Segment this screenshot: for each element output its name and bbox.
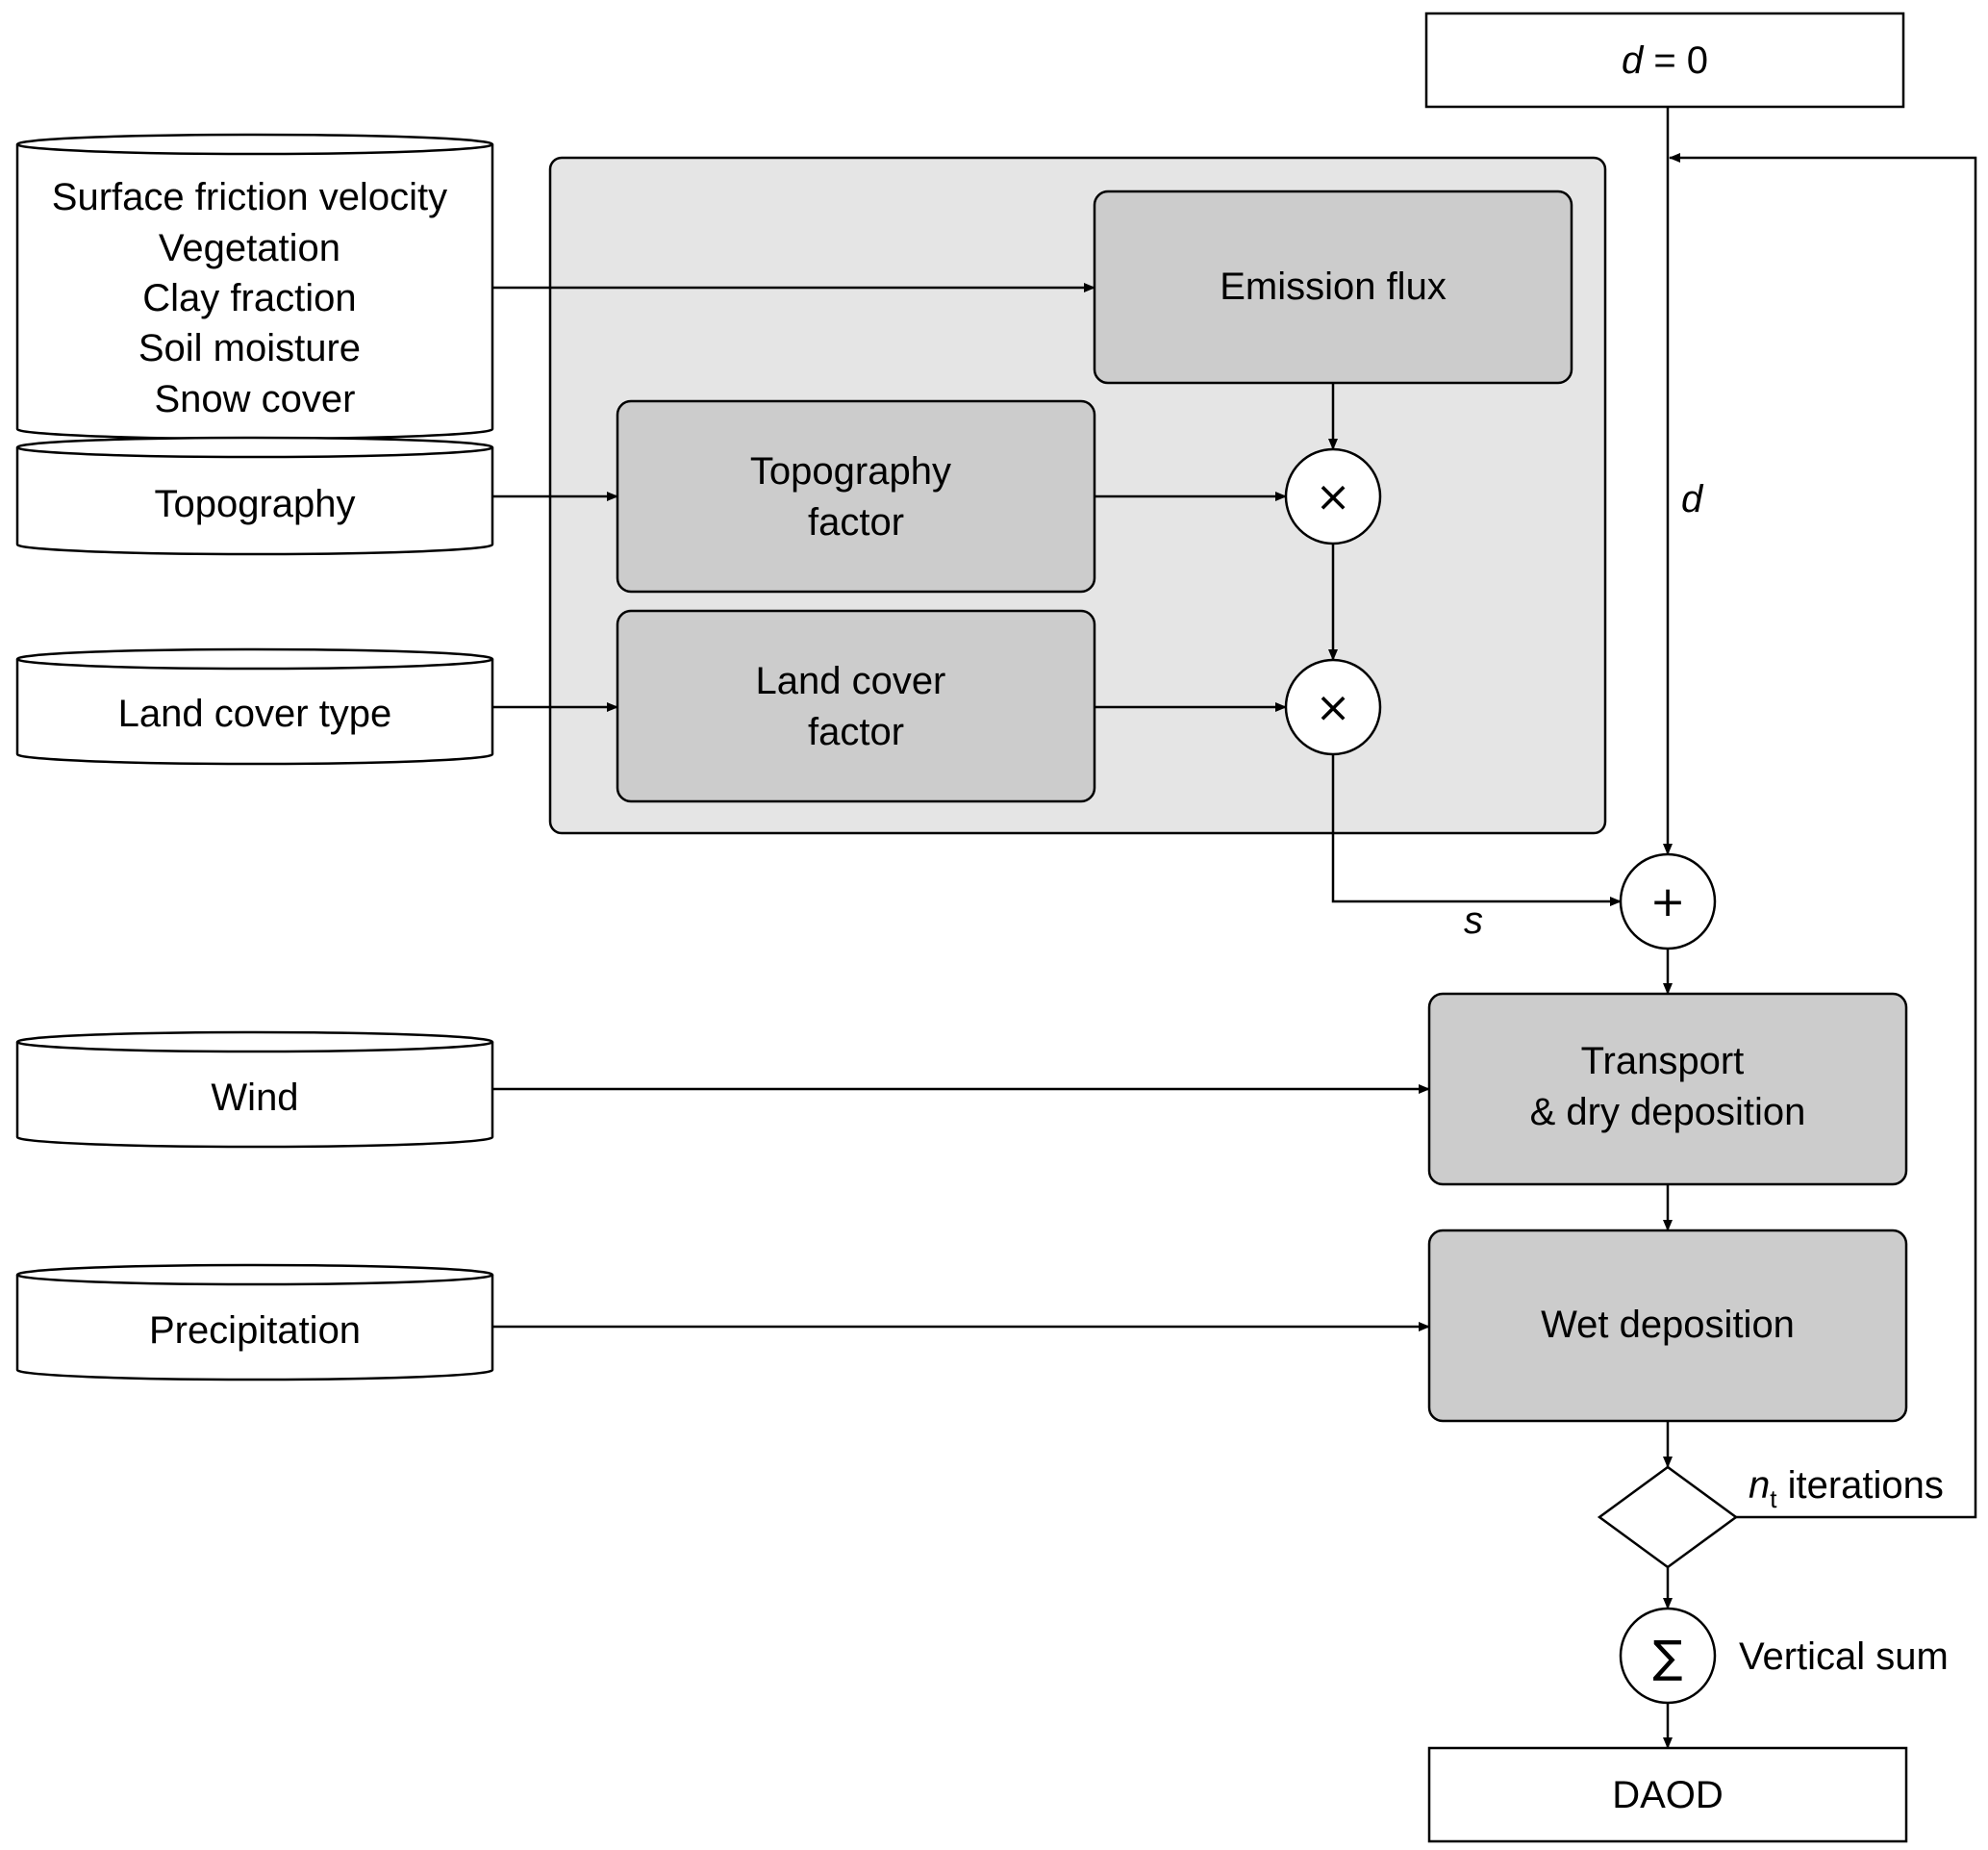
edge-label-s: s [1464, 900, 1483, 942]
wind-input-cylinder: Wind [15, 1030, 494, 1149]
topography-factor-box: Topography factor [616, 399, 1096, 594]
multiply-symbol-2: × [1316, 683, 1351, 732]
land-cover-input-cylinder: Land cover type [15, 647, 494, 766]
init-box-label: d = 0 [1622, 39, 1708, 82]
precipitation-input-label: Precipitation [149, 1309, 361, 1352]
wet-deposition-label: Wet deposition [1541, 1304, 1795, 1346]
topography-input-cylinder: Topography [15, 436, 494, 556]
sum-operator: ∑ [1619, 1607, 1717, 1705]
wind-input-label: Wind [211, 1077, 298, 1119]
sum-symbol: ∑ [1653, 1631, 1683, 1683]
loop-label: nt iterations [1749, 1464, 1944, 1513]
daod-output-box: DAOD [1427, 1746, 1908, 1843]
land-cover-factor-label: Land cover factor [755, 660, 956, 753]
transport-label: Transport & dry deposition [1530, 1040, 1806, 1133]
arrow-loop-back [1669, 153, 1977, 1519]
arrow-multiply-to-add [1331, 754, 1622, 906]
precipitation-input-cylinder: Precipitation [15, 1263, 494, 1381]
add-operator: + [1619, 852, 1717, 950]
meteo-input-cylinder: Surface friction velocity Vegetation Cla… [15, 133, 494, 441]
multiply-symbol-1: × [1316, 472, 1351, 521]
land-cover-factor-box: Land cover factor [616, 609, 1096, 803]
wet-deposition-box: Wet deposition [1427, 1229, 1908, 1423]
topography-factor-label: Topography factor [750, 450, 962, 544]
daod-label: DAOD [1612, 1774, 1724, 1816]
topography-input-label: Topography [154, 483, 355, 525]
meteo-input-text: Surface friction velocity Vegetation Cla… [52, 176, 458, 420]
transport-dry-deposition-box: Transport & dry deposition [1427, 992, 1908, 1186]
connectors [492, 107, 1977, 1749]
emission-flux-box: Emission flux [1093, 190, 1573, 385]
emission-flux-label: Emission flux [1220, 266, 1447, 308]
iteration-decision-diamond [1597, 1465, 1739, 1569]
land-cover-input-label: Land cover type [118, 693, 392, 735]
multiply-operator-2: × [1284, 658, 1382, 756]
vertical-sum-label: Vertical sum [1739, 1635, 1949, 1678]
multiply-operator-1: × [1284, 447, 1382, 545]
init-box: d = 0 [1424, 12, 1905, 109]
add-symbol: + [1650, 877, 1686, 926]
edge-label-d: d [1681, 478, 1704, 520]
